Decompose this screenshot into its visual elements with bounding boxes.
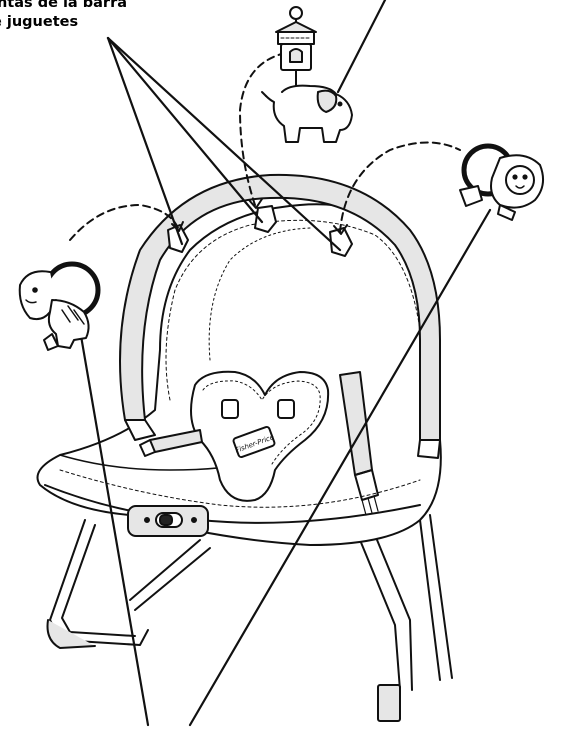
frame-legs (48, 515, 453, 721)
zebra-ring-toy (20, 264, 98, 350)
elephant-house-toy (262, 7, 352, 142)
lion-ring-toy (460, 146, 543, 220)
